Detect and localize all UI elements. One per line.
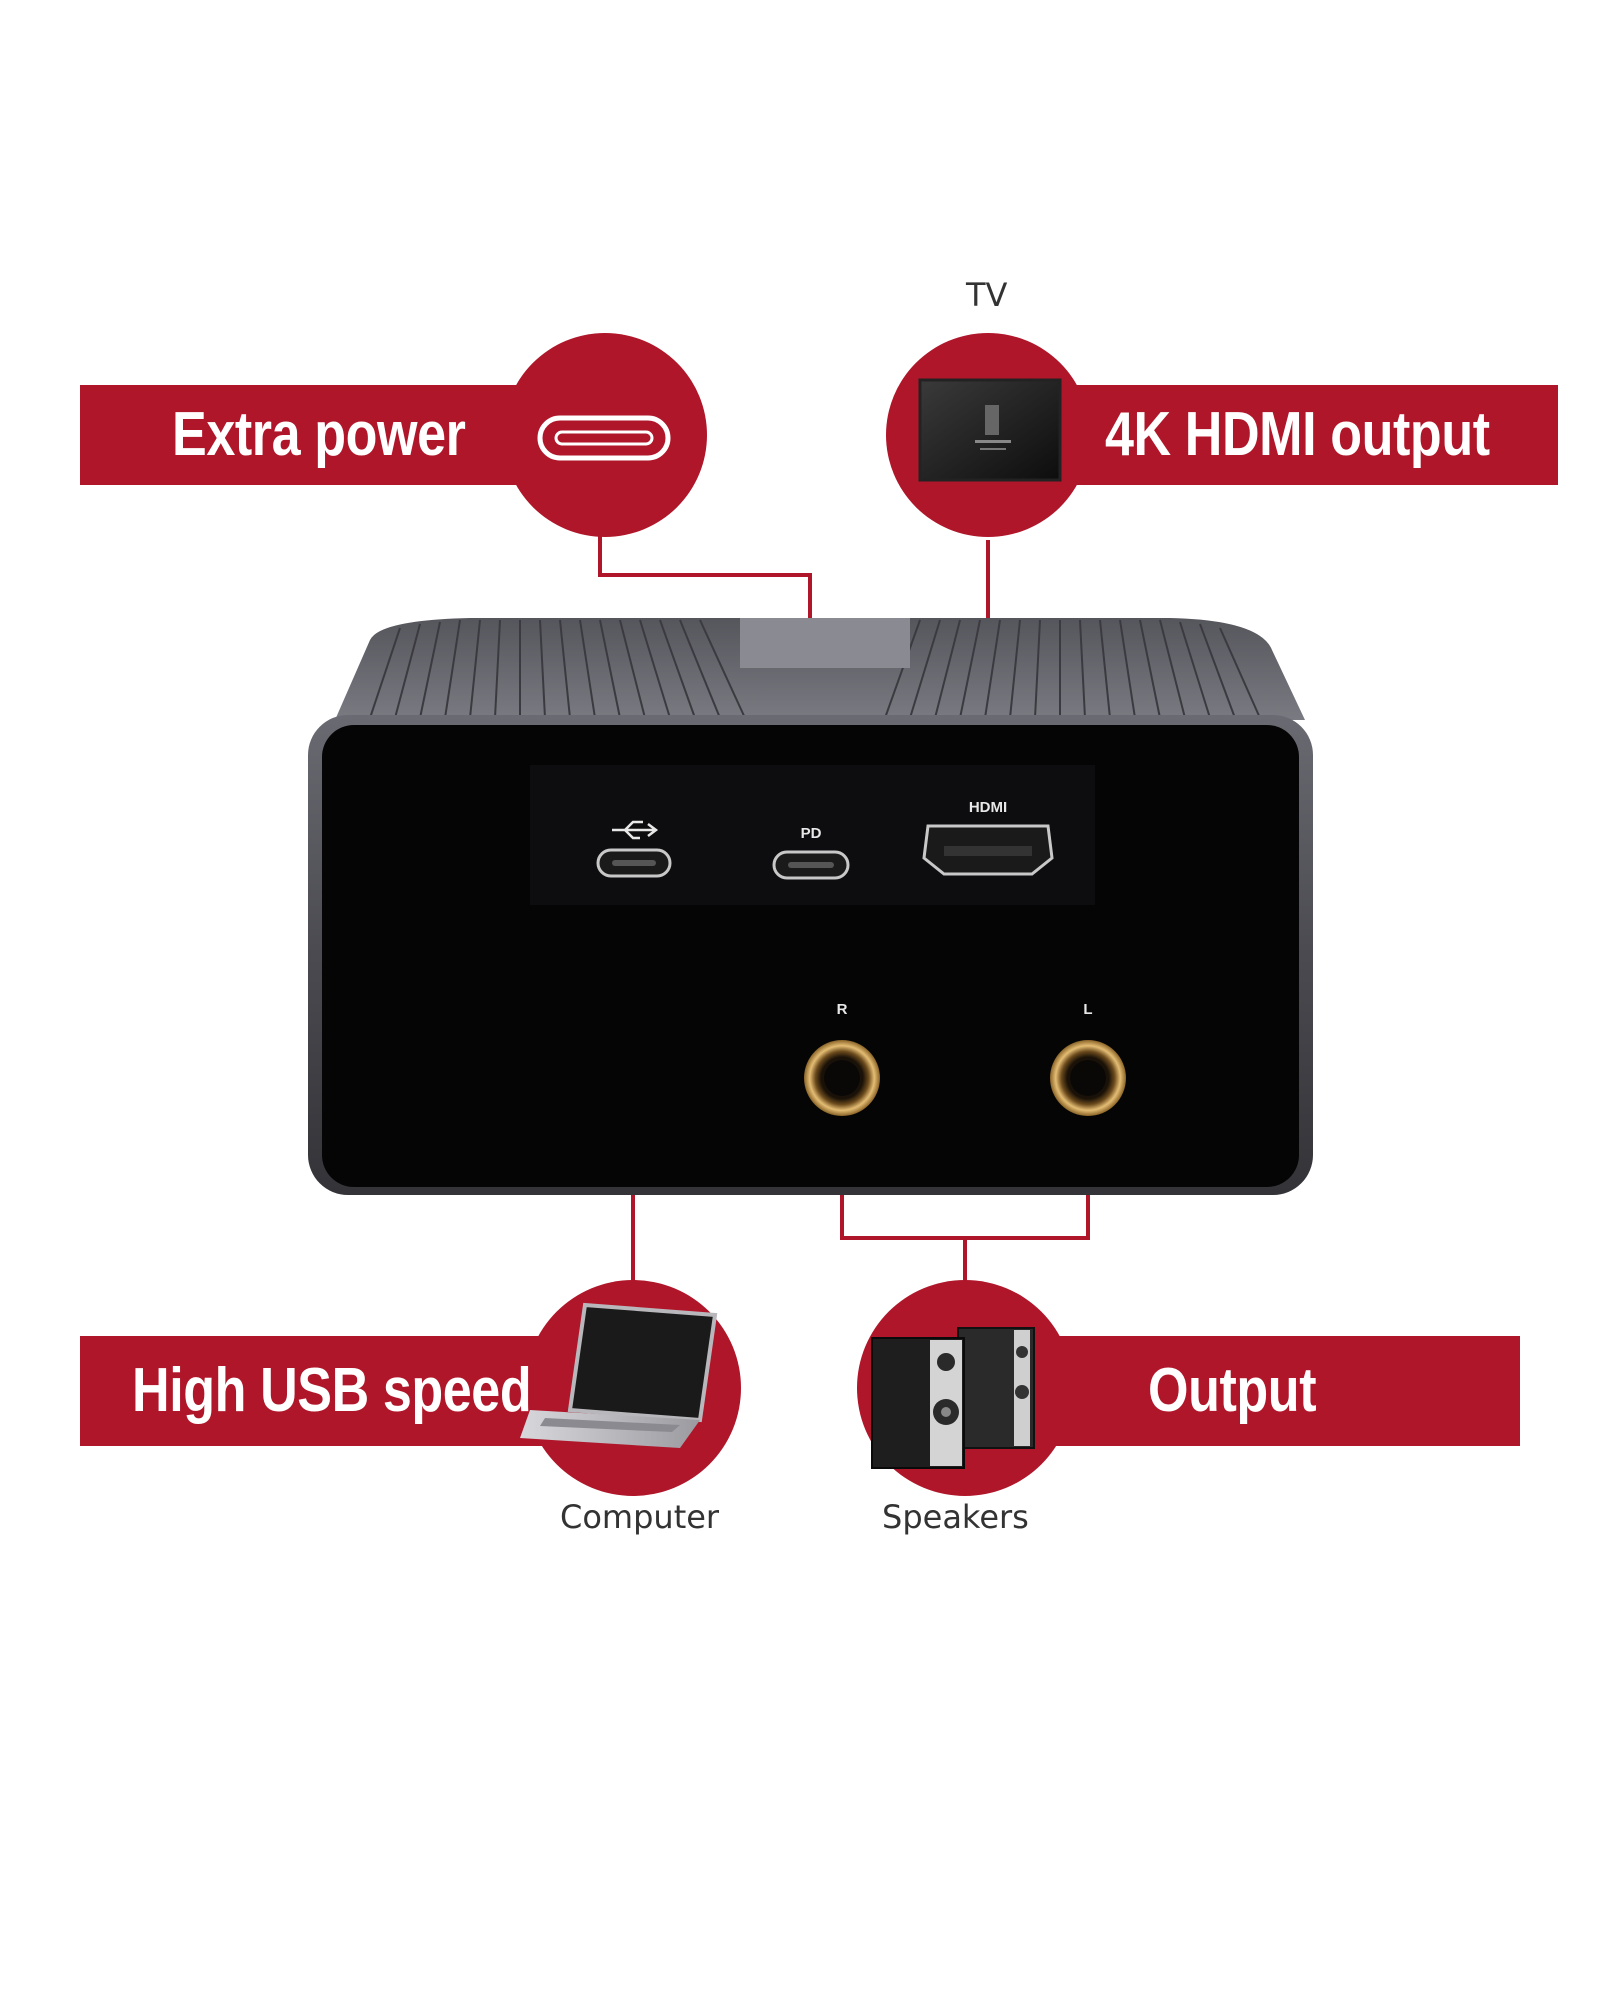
audio-l-label: L [1083,1001,1092,1018]
caption-computer: Computer [560,1498,720,1536]
badge-extra-power [503,333,707,537]
pd-port: PD [772,825,850,880]
badge-audio-output [857,1280,1073,1496]
audio-jack-left: L [1050,1001,1126,1116]
label-usb-speed: High USB speed [132,1356,532,1425]
device-top-ribs [369,619,1261,719]
pd-port-label: PD [801,825,822,842]
speakers-icon [871,1327,1035,1469]
docking-device: PD HDMI R L [308,618,1313,1195]
usb-symbol-icon [612,820,659,840]
device-top [335,618,1305,720]
caption-tv: TV [966,276,1008,314]
caption-speakers: Speakers [882,1498,1029,1536]
tv-icon [918,378,1062,482]
badge-hdmi-output [886,333,1090,537]
laptop-icon [520,1302,718,1448]
label-audio-output: Output [1148,1356,1317,1425]
device-top-panel [740,618,910,668]
badge-usb-speed [520,1280,741,1496]
hdmi-port: HDMI [922,799,1054,876]
hdmi-port-label: HDMI [969,799,1007,816]
usb-c-port [596,820,672,878]
usb-c-port-icon [537,415,671,461]
label-extra-power: Extra power [172,400,466,469]
label-hdmi-output: 4K HDMI output [1105,400,1490,469]
audio-r-label: R [837,1001,848,1018]
audio-jack-right: R [804,1001,880,1116]
